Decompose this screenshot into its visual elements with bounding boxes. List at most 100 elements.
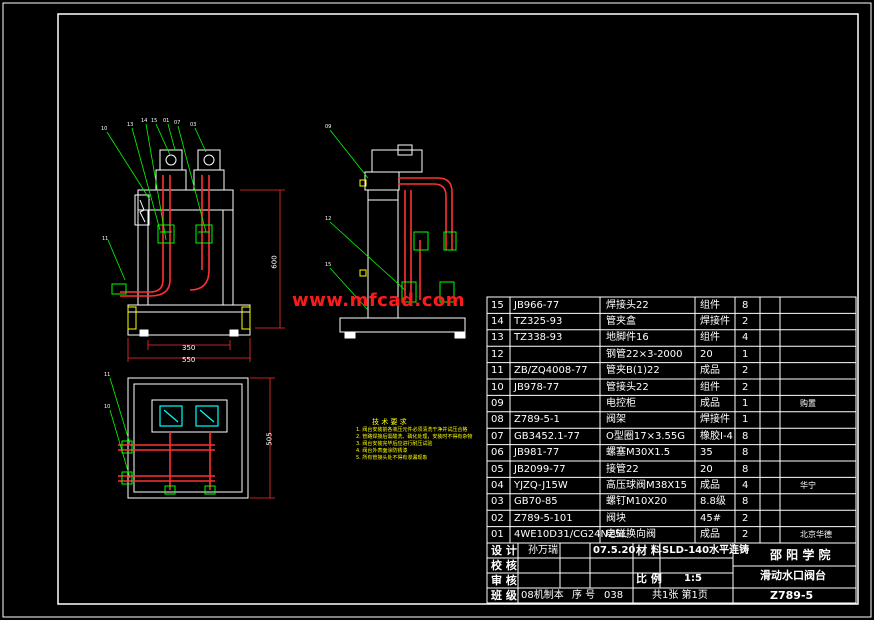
svg-text:01: 01 xyxy=(163,118,169,124)
top-balloons: 11 10 xyxy=(104,372,110,410)
bom-cell-no: 09 xyxy=(491,397,504,409)
sheet-count: 共1张 第1页 xyxy=(652,590,708,601)
class-value: 08机制本 xyxy=(521,590,564,601)
bom-cell-mat: 橡胶I-4 xyxy=(700,430,733,442)
seq-label: 序 号 xyxy=(572,590,596,601)
bom-cell-qty: 8 xyxy=(742,496,749,508)
bom-cell-name: 阀块 xyxy=(606,512,626,524)
bom-cell-name: 阀架 xyxy=(606,414,626,426)
bom-cell-qty: 2 xyxy=(742,381,749,393)
bom-cell-mat: 成品 xyxy=(700,365,720,377)
bom-cell-no: 03 xyxy=(491,496,504,508)
svg-text:13: 13 xyxy=(127,122,133,128)
bom-cell-mat: 成品 xyxy=(700,529,720,541)
bom-cell-code: Z789-5-101 xyxy=(514,512,573,524)
bom-cell-no: 06 xyxy=(491,447,504,459)
bom-cell-code: JB2099-77 xyxy=(514,463,566,475)
bom-cell-name: 焊接头22 xyxy=(606,299,649,311)
dim-505: 505 xyxy=(265,432,274,446)
bom-cell-qty: 2 xyxy=(742,529,749,541)
bom-cell-mat: 20 xyxy=(700,463,713,475)
note-line: 2. 管路焊接后需酸洗、磷化处理，安装时不得有杂物 xyxy=(356,434,473,440)
svg-text:10: 10 xyxy=(101,126,107,132)
bom-cell-code: TZ338-93 xyxy=(514,332,563,344)
bom-cell-name: 接管22 xyxy=(606,463,639,475)
dim-550: 550 xyxy=(182,356,196,364)
svg-text:09: 09 xyxy=(325,124,331,130)
bom-cell-no: 01 xyxy=(491,529,504,541)
scale-label: 比 例 xyxy=(636,572,662,585)
note-line: 1. 阀台安装前各液压元件必须清洗干净并试压合格 xyxy=(356,427,468,433)
watermark-text: www.mfcad.com xyxy=(292,290,465,311)
bom-cell-note: 购置 xyxy=(800,398,816,408)
bom-cell-no: 11 xyxy=(491,365,504,377)
bom-cell-code: GB70-85 xyxy=(514,496,558,508)
side-leaders xyxy=(329,129,406,311)
svg-text:11: 11 xyxy=(104,372,110,378)
bom-cell-note: 华宁 xyxy=(800,480,816,490)
seq-value: 038 xyxy=(604,590,624,601)
bom-cell-no: 12 xyxy=(491,348,504,360)
title-block-lines xyxy=(486,542,857,604)
dim-600: 600 xyxy=(270,255,279,269)
front-dimensions xyxy=(127,189,285,362)
bom-cell-name: 地脚件16 xyxy=(606,332,649,344)
bom-cell-no: 15 xyxy=(491,299,504,311)
bom-cell-code: JB981-77 xyxy=(514,447,560,459)
top-dimensions xyxy=(250,377,275,499)
bom-cell-no: 02 xyxy=(491,512,504,524)
bom-cell-name: 管夹B(1)22 xyxy=(606,365,660,377)
bom-cell-qty: 1 xyxy=(742,414,749,426)
bom-cell-qty: 8 xyxy=(742,430,749,442)
bom-cell-mat: 成品 xyxy=(700,397,720,409)
front-view xyxy=(111,149,251,337)
top-view xyxy=(118,377,249,499)
bom-cell-mat: 35 xyxy=(700,447,713,459)
bom-cell-code: JB966-77 xyxy=(514,299,560,311)
bom-cell-qty: 2 xyxy=(742,315,749,327)
top-leaders xyxy=(109,377,131,479)
bom-cell-no: 08 xyxy=(491,414,504,426)
bom-cell-mat: 组件 xyxy=(700,299,720,311)
bom-cell-qty: 2 xyxy=(742,512,749,524)
part-name: 滑动水口阀台 xyxy=(760,569,826,582)
svg-text:03: 03 xyxy=(190,122,196,128)
svg-text:10: 10 xyxy=(104,404,110,410)
front-leaders xyxy=(106,123,207,281)
bom-cell-name: O型圈17×3.55G xyxy=(606,430,685,442)
bom-cell-qty: 8 xyxy=(742,463,749,475)
review-label: 审 核 xyxy=(491,574,517,587)
bom-cell-mat: 20 xyxy=(700,348,713,360)
bom-cell-mat: 8.8级 xyxy=(700,496,726,508)
designer-name: 孙万瑞 xyxy=(528,545,558,556)
bom-cell-note: 北京华德 xyxy=(800,530,832,540)
bom-cell-qty: 8 xyxy=(742,447,749,459)
bom-cell-no: 04 xyxy=(491,479,504,491)
bom-cell-code: TZ325-93 xyxy=(514,315,563,327)
bom-cell-no: 10 xyxy=(491,381,504,393)
bom-cell-qty: 8 xyxy=(742,299,749,311)
project-name: SLD-140水平连铸 xyxy=(662,545,750,556)
bom-cell-name: 管接头22 xyxy=(606,381,649,393)
bom-cell-mat: 组件 xyxy=(700,381,720,393)
bom-cell-name: 管夹盒 xyxy=(606,315,636,327)
note-line: 5. 所有管接头处不得有渗漏现象 xyxy=(356,455,428,461)
bom-cell-name: 电控柜 xyxy=(606,397,636,409)
note-line: 4. 阀台外表面涂防锈漆 xyxy=(356,448,408,454)
bom-cell-mat: 焊接件 xyxy=(700,414,730,426)
bom-table-lines xyxy=(486,296,857,544)
bom-cell-code: 4WE10D31/CG24NZ5L xyxy=(514,529,627,541)
bom-cell-name: 高压球阀M38X15 xyxy=(606,479,687,491)
scale-value: 1:5 xyxy=(684,573,702,584)
notes-title: 技 术 要 求 xyxy=(372,418,407,426)
inner-frame xyxy=(57,13,859,605)
bom-cell-name: 钢管22×3-2000 xyxy=(606,348,683,360)
bom-cell-qty: 4 xyxy=(742,479,749,491)
bom-cell-no: 07 xyxy=(491,430,504,442)
bom-cell-code: JB978-77 xyxy=(514,381,560,393)
bom-cell-no: 14 xyxy=(491,315,504,327)
material-label: 材 料 xyxy=(636,544,662,557)
